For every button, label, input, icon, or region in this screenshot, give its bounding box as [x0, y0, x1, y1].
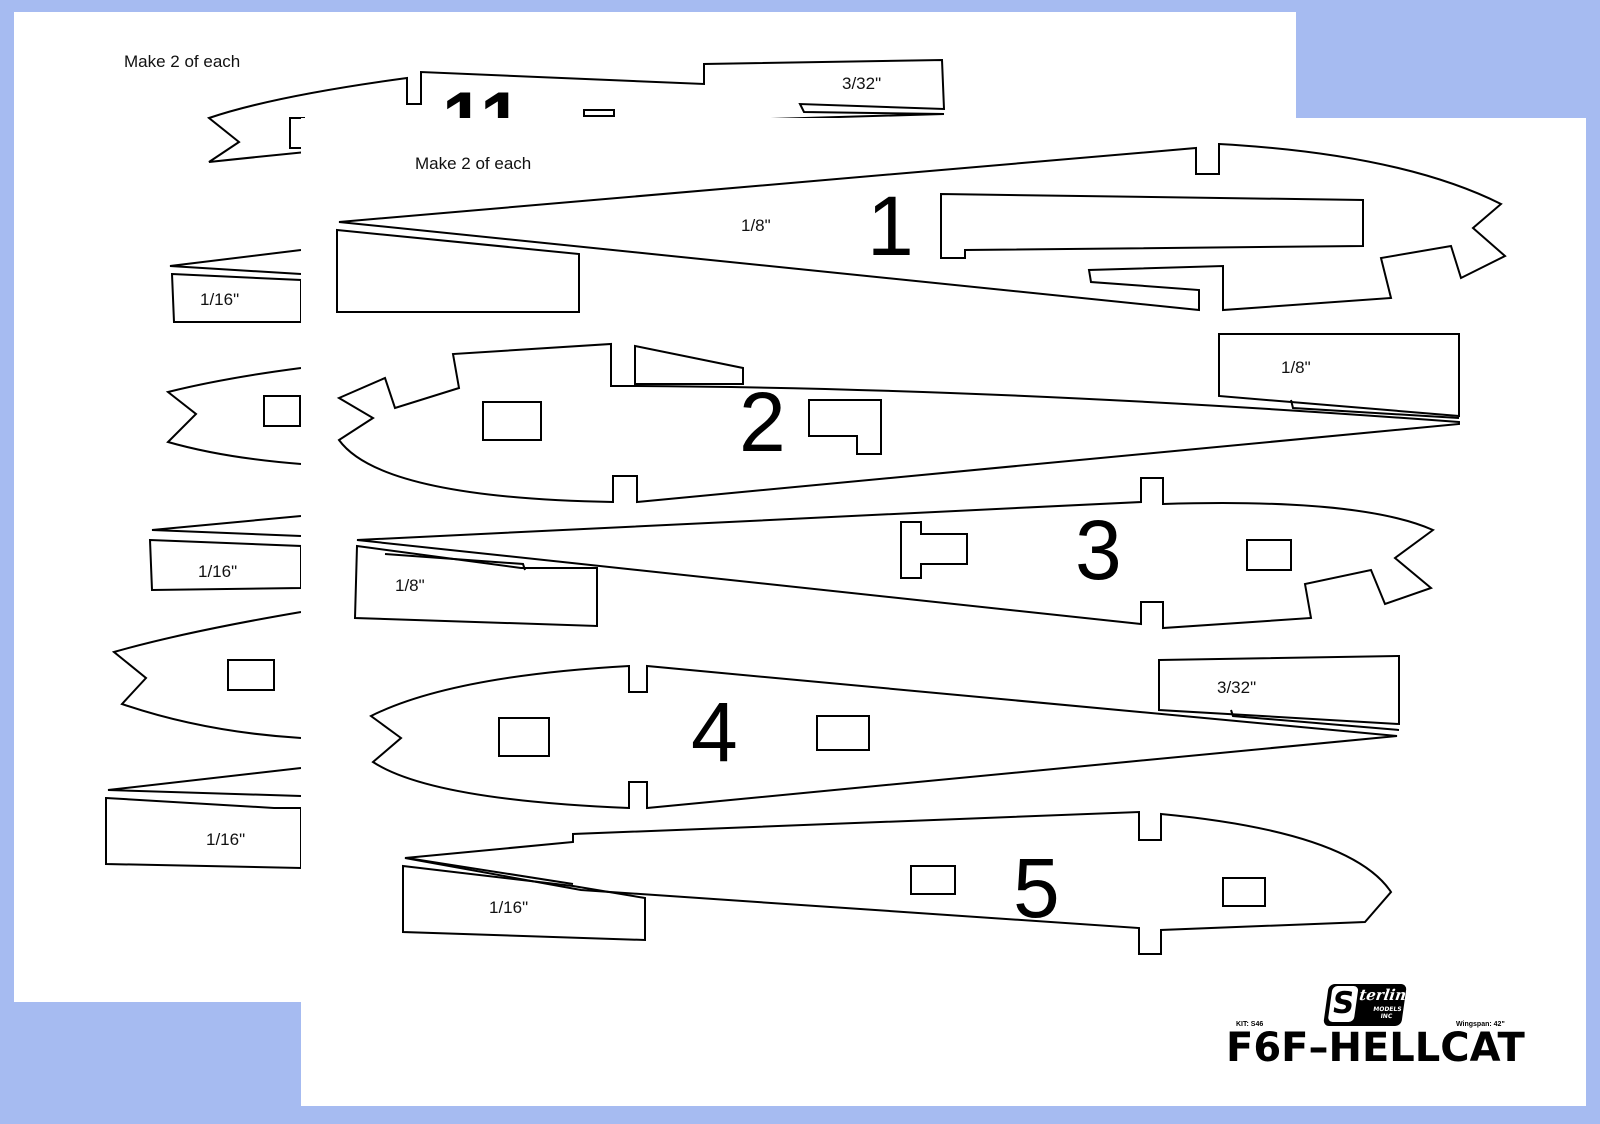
back-rib-11-cutout-2 [583, 109, 615, 117]
rib-3-doubler [353, 544, 598, 628]
rib-5-cutout [910, 865, 956, 895]
back-thickness-label: 1/16" [198, 562, 238, 581]
back-rib-d-cutout [227, 659, 275, 691]
rib-4-doubler [1158, 654, 1400, 726]
rib-4-outline [369, 664, 1398, 810]
rib-4-cutout-2 [816, 715, 870, 751]
thickness-label-1: 1/8" [741, 216, 771, 235]
rib-5-doubler-edge [406, 857, 574, 885]
logo-subtext: MODELS INC [1372, 1006, 1403, 1020]
rib-1-doubler [336, 228, 580, 313]
rib-2-doubler [1218, 333, 1460, 418]
rib-2-outline [336, 342, 1460, 504]
rib-4-doubler-edge [1230, 709, 1400, 731]
part-number-3: 3 [1075, 503, 1122, 597]
back-rib-c-outline [151, 515, 302, 537]
rib-2-cutout [482, 401, 542, 441]
back-rib-b-outline [165, 367, 302, 465]
back-thickness-label: 3/32" [842, 74, 882, 93]
rib-3-cutout [900, 521, 968, 579]
model-title: F6F–HELLCAT [1226, 1025, 1525, 1071]
front-plan-sheet: Make 2 of each 1 1/8" 2 1/8" 3 1/8" 4 3/… [301, 118, 1586, 1106]
sterling-logo: S terling MODELS INC [1323, 984, 1418, 1026]
rib-2-doubler-edge [1290, 399, 1460, 419]
part-number-1: 1 [867, 179, 914, 273]
thickness-label-5: 1/16" [489, 898, 529, 917]
rib-1-outline [338, 142, 1507, 312]
front-note: Make 2 of each [415, 154, 532, 173]
thickness-label-4: 3/32" [1217, 678, 1257, 697]
logo-s-letter: S [1327, 986, 1359, 1022]
rib-3-outline [356, 477, 1435, 630]
back-note: Make 2 of each [124, 52, 241, 71]
wingspan-label: Wingspan: 42" [1456, 1021, 1505, 1028]
thickness-label-2: 1/8" [1281, 358, 1311, 377]
back-rib-e-outline [107, 767, 302, 797]
rib-5-doubler [402, 864, 646, 942]
back-rib-d-outline [111, 611, 302, 739]
rib-1-spar-cutout [940, 192, 1364, 259]
rib-3-cutout-2 [1246, 539, 1292, 571]
rib-5-outline [404, 810, 1393, 955]
rib-5-cutout-2 [1222, 877, 1266, 907]
back-doubler-e [105, 796, 302, 870]
part-number-2: 2 [739, 375, 786, 469]
rib-2-cutout-2 [808, 399, 882, 455]
back-rib-a-outline [169, 249, 302, 275]
part-number-4: 4 [691, 685, 738, 779]
kit-number: KIT: S46 [1236, 1021, 1264, 1028]
back-thickness-label: 1/16" [200, 290, 240, 309]
rib-4-cutout [498, 717, 550, 757]
part-number-5: 5 [1013, 841, 1060, 935]
rib-2-spar-slot [634, 344, 744, 385]
thickness-label-3: 1/8" [395, 576, 425, 595]
rib-3-doubler-edge [384, 553, 526, 571]
front-sheet-part-outlines [336, 142, 1507, 955]
back-rib-b-cutout [263, 395, 301, 427]
logo-wordmark: terling [1358, 986, 1418, 1004]
back-thickness-label: 1/16" [206, 830, 246, 849]
